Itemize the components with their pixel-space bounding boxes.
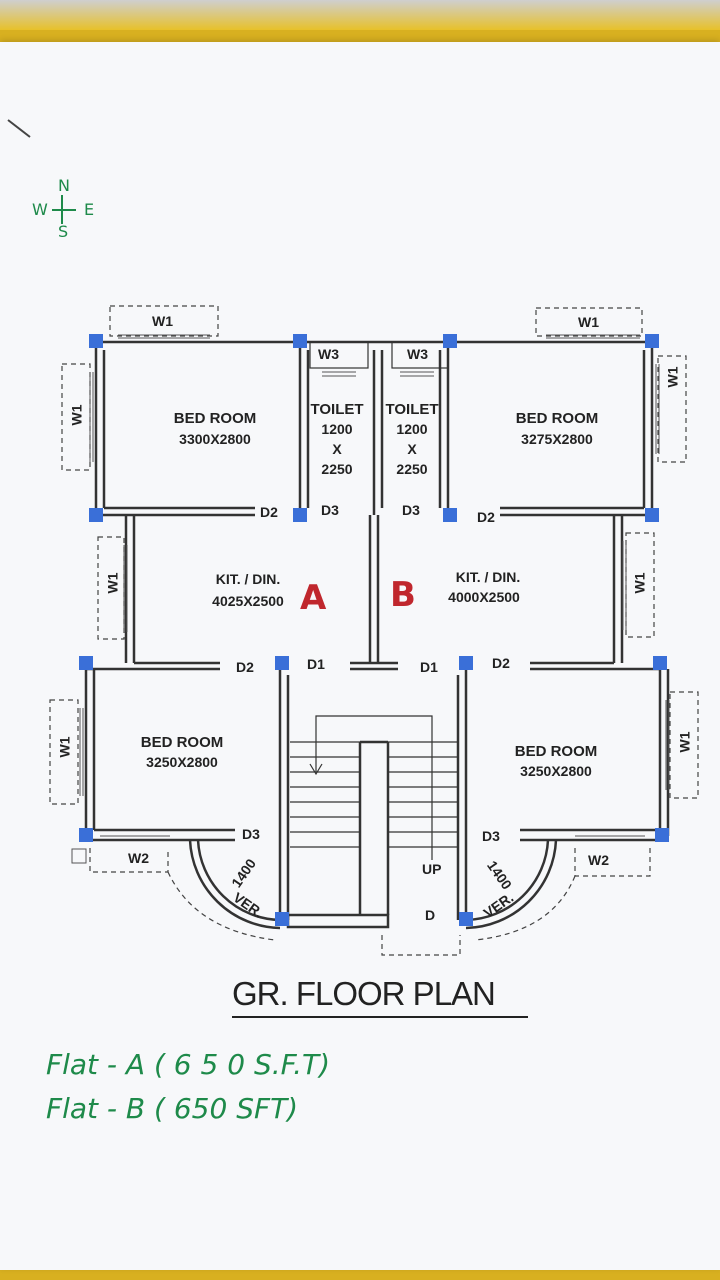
plan-title: GR. FLOOR PLAN xyxy=(232,975,496,1012)
door-label: D xyxy=(425,907,436,923)
window-label: W1 xyxy=(56,736,73,758)
room-size: 1200 xyxy=(321,421,353,437)
window-label: W1 xyxy=(631,572,648,594)
pen-mark xyxy=(7,119,31,138)
room-size: 3300X2800 xyxy=(179,431,251,447)
door-label: D2 xyxy=(477,509,495,525)
room-size: 2250 xyxy=(321,461,353,477)
room-size: 4000X2500 xyxy=(448,589,520,605)
paper-sheet xyxy=(0,42,720,1270)
door-label: D3 xyxy=(321,502,339,518)
door-label: D3 xyxy=(482,828,500,844)
room-size: 3275X2800 xyxy=(521,431,593,447)
walls xyxy=(84,340,670,930)
toilet-window-frames xyxy=(309,341,449,369)
window-glazing xyxy=(79,334,670,837)
room-name: KIT. / DIN. xyxy=(215,571,281,587)
stair-arrow xyxy=(309,715,433,860)
door-label: D1 xyxy=(307,656,325,672)
stair-treads xyxy=(290,741,458,848)
room-name: BED ROOM xyxy=(140,734,224,751)
room-size: X xyxy=(407,441,417,457)
room-size: X xyxy=(332,441,342,457)
window-label: W2 xyxy=(128,850,149,866)
room-size: 3250X2800 xyxy=(146,754,218,770)
compass-north: N xyxy=(58,176,70,195)
compass-south: S xyxy=(58,222,69,241)
room-name: KIT. / DIN. xyxy=(455,569,521,585)
window-label: W1 xyxy=(104,572,121,594)
title-underline xyxy=(232,1016,528,1018)
window-label: W1 xyxy=(664,366,681,388)
window-label: W3 xyxy=(318,346,339,362)
room-name: TOILET xyxy=(385,401,439,418)
flat-b-marker: B xyxy=(390,575,416,615)
door-label: D1 xyxy=(420,659,438,675)
window-label: W1 xyxy=(578,314,599,330)
room-name: BED ROOM xyxy=(515,410,599,427)
compass-icon xyxy=(52,195,76,224)
compass-west: W xyxy=(32,200,48,219)
room-name: BED ROOM xyxy=(514,743,598,760)
background-top xyxy=(0,0,720,30)
flat-b-note: Flat - B ( 650 SFT) xyxy=(46,1092,299,1125)
room-size: 4025X2500 xyxy=(212,593,284,609)
door-label: D3 xyxy=(242,826,260,842)
window-label: W1 xyxy=(68,404,85,426)
window-label: W2 xyxy=(588,852,609,868)
room-name: BED ROOM xyxy=(173,410,257,427)
flat-a-marker: A xyxy=(300,578,327,618)
room-name: TOILET xyxy=(310,401,364,418)
door-label: D2 xyxy=(236,659,254,675)
window-label: W3 xyxy=(407,346,428,362)
door-label: D2 xyxy=(260,504,278,520)
window-label: W1 xyxy=(676,731,693,753)
column-outline xyxy=(71,848,87,864)
structural-columns xyxy=(79,334,669,926)
flat-a-note: Flat - A ( 6 5 0 S.F.T) xyxy=(46,1048,331,1081)
stair-up-label: UP xyxy=(422,861,442,877)
room-size: 2250 xyxy=(396,461,428,477)
compass-east: E xyxy=(84,200,95,219)
room-size: 3250X2800 xyxy=(520,763,592,779)
window-label: W1 xyxy=(152,313,173,329)
door-label: D2 xyxy=(492,655,510,671)
door-label: D3 xyxy=(402,502,420,518)
room-size: 1200 xyxy=(396,421,428,437)
